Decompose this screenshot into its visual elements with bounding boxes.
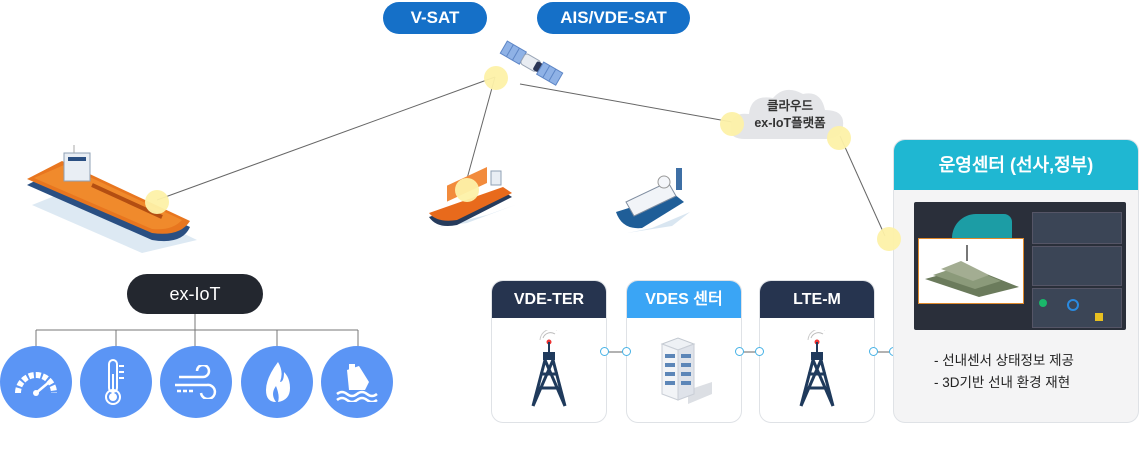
node-vde-ter-title: VDE-TER — [492, 281, 606, 318]
cloud-line-2: ex-IoT플랫폼 — [754, 116, 826, 130]
connector-dot — [869, 347, 878, 356]
flame-icon — [266, 362, 290, 402]
sensor-ship-wave[interactable] — [321, 346, 393, 418]
cloud-line-1: 클라우드 — [766, 99, 813, 113]
signal-node-container-ship — [455, 178, 479, 202]
connector-dot — [735, 347, 744, 356]
research-vessel-icon — [616, 168, 690, 233]
node-vdes-center-title: VDES 센터 — [627, 281, 741, 318]
wind-icon — [175, 365, 217, 399]
tanker-ship-icon — [27, 145, 197, 253]
signal-node-cloud-right — [827, 126, 851, 150]
sensor-flame[interactable] — [241, 346, 313, 418]
connector-dot — [600, 347, 609, 356]
node-vdes-center[interactable]: VDES 센터 — [626, 280, 742, 423]
cloud-platform-label: 클라우드 ex-IoT플랫폼 — [740, 98, 840, 132]
signal-node-operations-center — [877, 227, 901, 251]
operations-center-title: 운영센터 (선사,정부) — [894, 140, 1138, 190]
v-sat-label: V-SAT — [383, 2, 487, 34]
connector-dot — [622, 347, 631, 356]
dashboard-screenshot — [914, 202, 1126, 330]
signal-node-tanker — [145, 190, 169, 214]
building-icon — [660, 337, 712, 404]
thermometer-icon — [105, 359, 124, 405]
node-lte-m[interactable]: LTE-M — [759, 280, 875, 423]
radio-tower-icon — [531, 330, 567, 407]
satellite-icon — [499, 40, 564, 86]
connector-dot — [755, 347, 764, 356]
node-vde-ter[interactable]: VDE-TER — [491, 280, 607, 423]
ship-wave-icon — [336, 364, 378, 402]
3d-ship-view — [918, 238, 1024, 304]
stats-card-3 — [1032, 288, 1122, 328]
signal-node-satellite — [484, 66, 508, 90]
feature-item: - 선내센서 상태정보 제공 — [934, 353, 1074, 368]
cloud-icon — [730, 89, 844, 139]
sensor-wind[interactable] — [160, 346, 232, 418]
signal-node-cloud-left — [720, 112, 744, 136]
stats-card-1 — [1032, 212, 1122, 244]
speedometer-icon — [15, 372, 57, 396]
ex-iot-label: ex-IoT — [127, 274, 263, 314]
3d-yacht-icon — [925, 245, 1019, 297]
sensor-thermometer[interactable] — [80, 346, 152, 418]
feature-item: - 3D기반 선내 환경 재현 — [934, 375, 1071, 390]
sensor-speedometer[interactable] — [0, 346, 72, 418]
node-lte-m-title: LTE-M — [760, 281, 874, 318]
radio-tower-icon — [799, 330, 835, 407]
stats-card-2 — [1032, 246, 1122, 286]
operations-center-features: - 선내센서 상태정보 제공 - 3D기반 선내 환경 재현 — [934, 350, 1074, 394]
operations-center-panel[interactable]: 운영센터 (선사,정부) - 선내센서 상태정보 제공 - 3D기반 선내 환경… — [893, 139, 1139, 423]
ais-vde-sat-label: AIS/VDE-SAT — [537, 2, 690, 34]
